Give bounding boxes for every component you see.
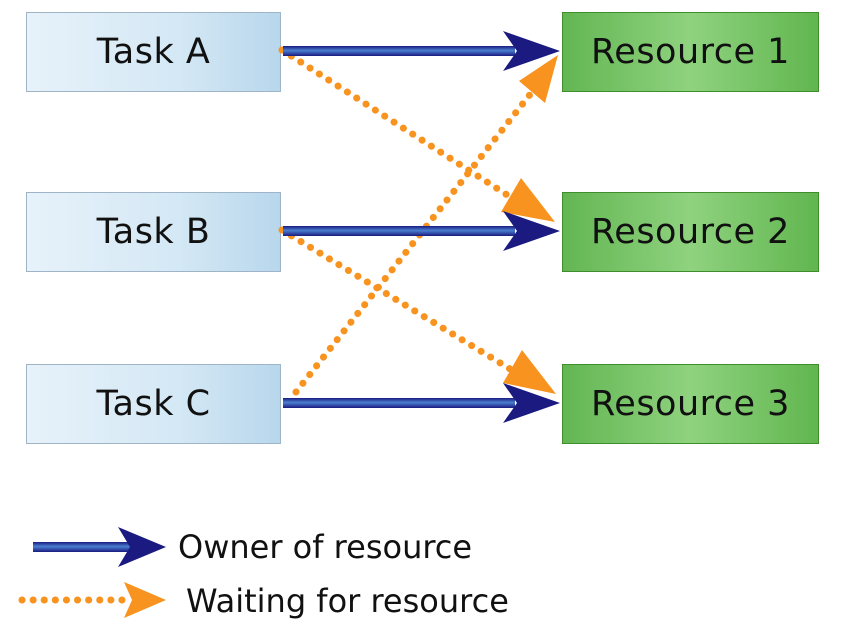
task-c-label: Task C [96, 384, 211, 424]
task-c-box: Task C [26, 364, 281, 444]
waiting-arrow-task-a-to-resource-2 [278, 46, 555, 222]
owner-arrow-task-a-to-resource-1 [283, 31, 560, 71]
legend-owner-label: Owner of resource [178, 528, 473, 566]
waiting-arrow-task-b-to-resource-3 [278, 226, 556, 394]
resource-1-box: Resource 1 [562, 12, 819, 92]
task-b-label: Task B [96, 212, 211, 252]
waiting-arrow-task-c-to-resource-1 [292, 55, 558, 396]
resource-2-box: Resource 2 [562, 192, 819, 272]
legend-waiting-arrow-icon [18, 582, 166, 618]
legend-waiting-label: Waiting for resource [186, 582, 509, 620]
task-a-label: Task A [96, 32, 211, 72]
owner-arrow-task-b-to-resource-2 [283, 211, 560, 251]
legend-owner-arrow-icon [33, 527, 166, 567]
task-a-box: Task A [26, 12, 281, 92]
resource-1-label: Resource 1 [591, 32, 790, 72]
resource-3-label: Resource 3 [591, 384, 790, 424]
owner-arrow-task-c-to-resource-3 [283, 383, 560, 423]
resource-2-label: Resource 2 [591, 212, 790, 252]
task-b-box: Task B [26, 192, 281, 272]
resource-3-box: Resource 3 [562, 364, 819, 444]
